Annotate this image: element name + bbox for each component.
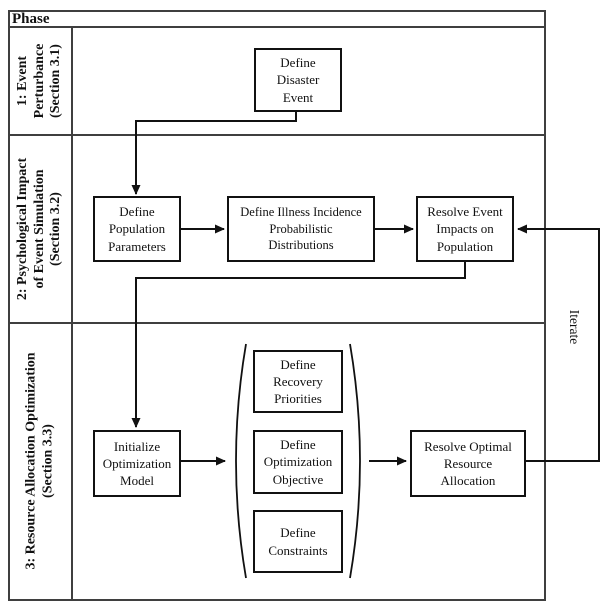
node-initialize-optimization-model: Initialize Optimization Model bbox=[93, 430, 181, 497]
node-define-constraints: Define Constraints bbox=[253, 510, 343, 573]
node-define-recovery-priorities: Define Recovery Priorities bbox=[253, 350, 343, 413]
phase2-phase3-divider-line bbox=[8, 322, 546, 324]
node-define-optimization-objective: Define Optimization Objective bbox=[253, 430, 343, 494]
iterate-loop-label: Iterate bbox=[567, 309, 582, 345]
phase-header-title: Phase bbox=[12, 11, 50, 27]
header-divider-line bbox=[8, 26, 546, 28]
node-define-population-parameters: Define Population Parameters bbox=[93, 196, 181, 262]
node-resolve-optimal-allocation: Resolve Optimal Resource Allocation bbox=[410, 430, 526, 497]
node-resolve-event-impacts: Resolve Event Impacts on Population bbox=[416, 196, 514, 262]
node-define-disaster-event: Define Disaster Event bbox=[254, 48, 342, 112]
node-define-illness-incidence: Define Illness Incidence Probabilistic D… bbox=[227, 196, 375, 262]
phase1-label: 1: Event Perturbance (Section 3.1) bbox=[15, 43, 64, 119]
phase1-phase2-divider-line bbox=[8, 134, 546, 136]
label-column-divider-line bbox=[71, 26, 73, 601]
phase3-label: 3: Resource Allocation Optimization (Sec… bbox=[23, 352, 55, 570]
phase2-label: 2: Psychological Impact of Event Simulat… bbox=[15, 157, 64, 301]
